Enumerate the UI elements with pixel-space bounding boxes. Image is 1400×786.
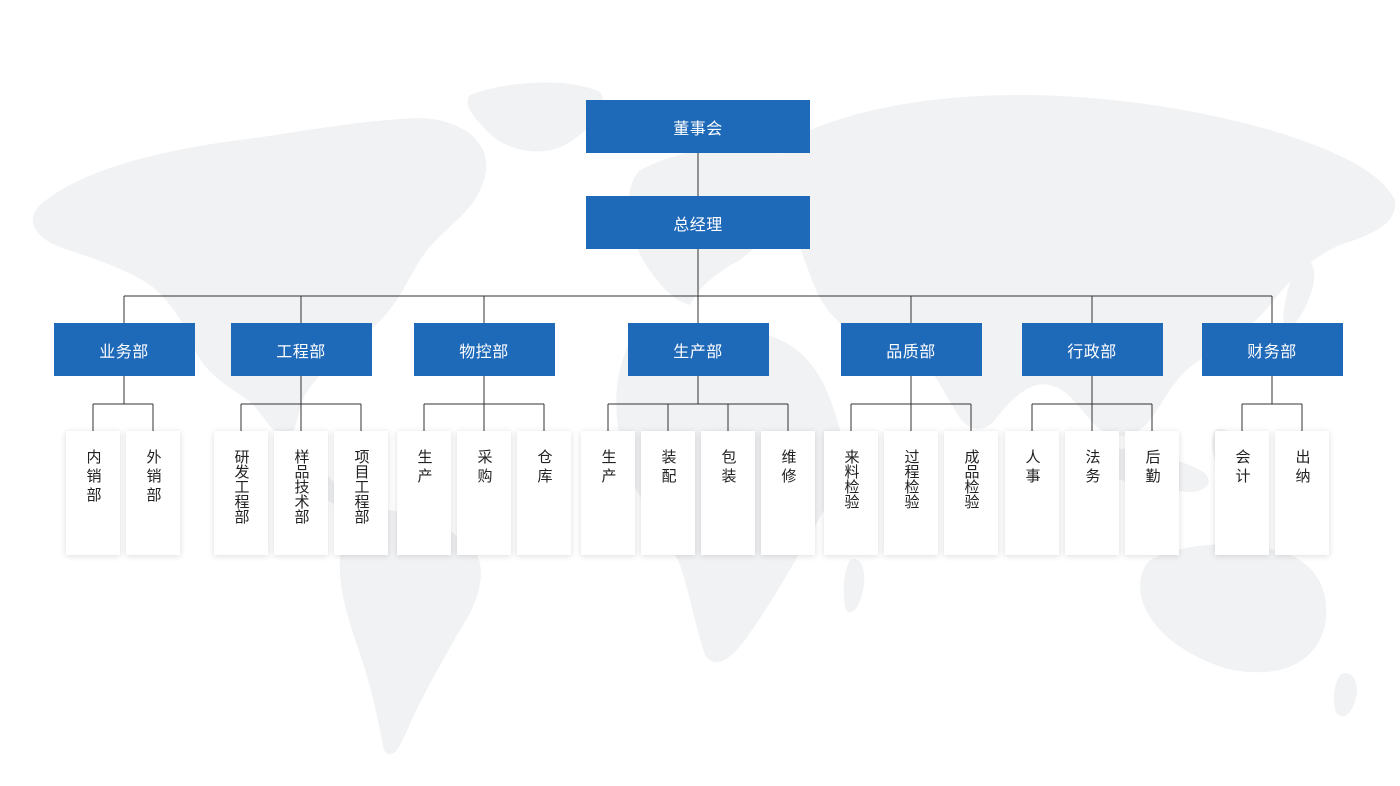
unit-label: 内销部 (84, 449, 103, 506)
department-label: 品质部 (886, 341, 936, 361)
unit-label: 装配 (659, 449, 678, 487)
unit-card: 会计 (1215, 431, 1269, 555)
unit-card: 过程检验 (884, 431, 938, 555)
unit-label: 出纳 (1293, 449, 1312, 487)
board-box: 董事会 (586, 100, 810, 153)
unit-label: 法务 (1083, 449, 1102, 487)
unit-card: 人事 (1005, 431, 1059, 555)
unit-card: 外销部 (126, 431, 180, 555)
unit-card: 成品检验 (944, 431, 998, 555)
unit-label: 维修 (779, 449, 798, 487)
unit-label: 采购 (475, 449, 494, 487)
unit-label: 人事 (1023, 449, 1042, 487)
unit-label: 过程检验 (902, 449, 921, 509)
unit-label: 仓库 (535, 449, 554, 487)
department-label: 行政部 (1067, 341, 1117, 361)
unit-label: 样品技术部 (292, 449, 311, 524)
department-box: 工程部 (230, 323, 372, 376)
department-label: 工程部 (276, 341, 326, 361)
unit-card: 生产 (397, 431, 451, 555)
unit-card: 包装 (701, 431, 755, 555)
unit-card: 仓库 (517, 431, 571, 555)
general-manager-label: 总经理 (673, 214, 723, 234)
department-box: 业务部 (53, 323, 195, 376)
unit-card: 后勤 (1125, 431, 1179, 555)
unit-card: 内销部 (66, 431, 120, 555)
department-box: 品质部 (840, 323, 982, 376)
unit-card: 项目工程部 (334, 431, 388, 555)
department-label: 财务部 (1247, 341, 1297, 361)
unit-label: 外销部 (144, 449, 163, 506)
department-box: 生产部 (627, 323, 769, 376)
unit-label: 研发工程部 (232, 449, 251, 524)
unit-card: 来料检验 (824, 431, 878, 555)
unit-label: 会计 (1233, 449, 1252, 487)
unit-card: 出纳 (1275, 431, 1329, 555)
unit-card: 采购 (457, 431, 511, 555)
unit-label: 包装 (719, 449, 738, 487)
department-box: 行政部 (1021, 323, 1163, 376)
unit-card: 维修 (761, 431, 815, 555)
unit-label: 生产 (599, 449, 618, 487)
department-label: 业务部 (99, 341, 149, 361)
unit-card: 研发工程部 (214, 431, 268, 555)
department-box: 财务部 (1201, 323, 1343, 376)
department-label: 物控部 (459, 341, 509, 361)
unit-label: 来料检验 (842, 449, 861, 509)
unit-label: 项目工程部 (352, 449, 371, 524)
department-label: 生产部 (673, 341, 723, 361)
department-box: 物控部 (413, 323, 555, 376)
unit-card: 法务 (1065, 431, 1119, 555)
unit-label: 后勤 (1143, 449, 1162, 487)
unit-card: 装配 (641, 431, 695, 555)
unit-card: 生产 (581, 431, 635, 555)
unit-label: 生产 (415, 449, 434, 487)
unit-label: 成品检验 (962, 449, 981, 509)
board-label: 董事会 (673, 118, 723, 138)
general-manager-box: 总经理 (586, 196, 810, 249)
unit-card: 样品技术部 (274, 431, 328, 555)
